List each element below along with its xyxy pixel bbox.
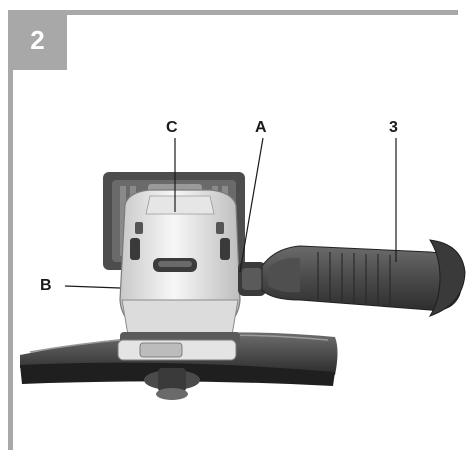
motor-body	[119, 189, 241, 336]
label-c: C	[166, 119, 178, 136]
callout-lines	[64, 137, 397, 289]
figure-frame	[8, 10, 458, 450]
label-3: 3	[389, 119, 398, 136]
handle-connector	[238, 262, 266, 296]
label-b: B	[40, 277, 52, 294]
auxiliary-handle	[261, 239, 466, 317]
label-a: A	[255, 119, 267, 136]
figure-number-badge: 2	[8, 10, 67, 70]
gear-head	[117, 332, 240, 400]
